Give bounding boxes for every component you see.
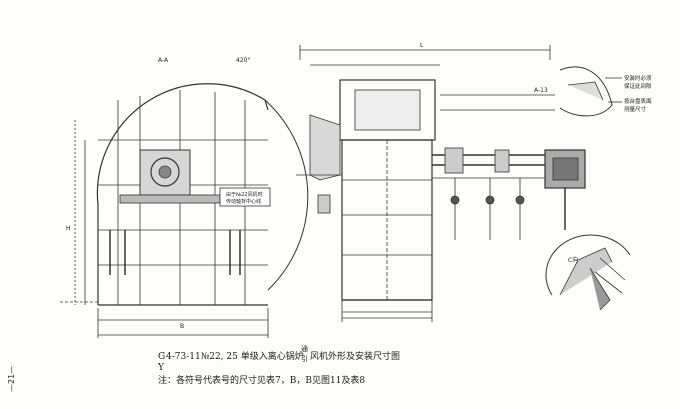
caption-model-left: G xyxy=(158,352,166,362)
caption-note-main: 注：各符号代表号的尺寸见表7，B xyxy=(158,376,297,386)
box-note-2: 传动轴背中心线 xyxy=(226,198,261,205)
page-number: —21— xyxy=(7,366,16,392)
dimension-b-label: B xyxy=(180,323,184,330)
caption-stack-bottom: 引 xyxy=(301,355,308,363)
caption-model-under: Y xyxy=(158,363,164,373)
detail-note-4: 测量尺寸 xyxy=(624,105,647,113)
box-note-1: 由于№22风机时 xyxy=(226,191,263,198)
caption-stack-top: 通 xyxy=(301,345,308,353)
dimension-l-label: L xyxy=(420,42,424,49)
caption-suffix: 风机外形及安装尺寸图 xyxy=(310,352,401,362)
caption-note-tail: ，B xyxy=(296,376,312,386)
a-marker-label: A-13 xyxy=(534,87,548,94)
caption-model: 4-73-11№22, 25 单级入离心锅炉 xyxy=(166,352,304,362)
c-view-label: C向 xyxy=(568,256,578,264)
caption-note-end: 见图11及表8 xyxy=(311,376,366,386)
clearance-detail-top xyxy=(559,66,622,117)
detail-note-1: 安装时必须 xyxy=(624,74,652,82)
housing-section-view xyxy=(60,83,309,338)
bay-label: 420° xyxy=(236,57,250,64)
detail-note-3: 按台盘表面 xyxy=(624,97,652,105)
section-label: A-A xyxy=(158,57,169,64)
caption-note: 注：各符号代表号的尺寸见表7，B，B见图11及表8 xyxy=(158,376,365,386)
detail-note-2: 保证此间隙 xyxy=(624,82,652,90)
side-elevation-view xyxy=(296,45,586,322)
c-view-detail xyxy=(545,234,631,311)
dimension-h-label: H xyxy=(66,225,71,232)
